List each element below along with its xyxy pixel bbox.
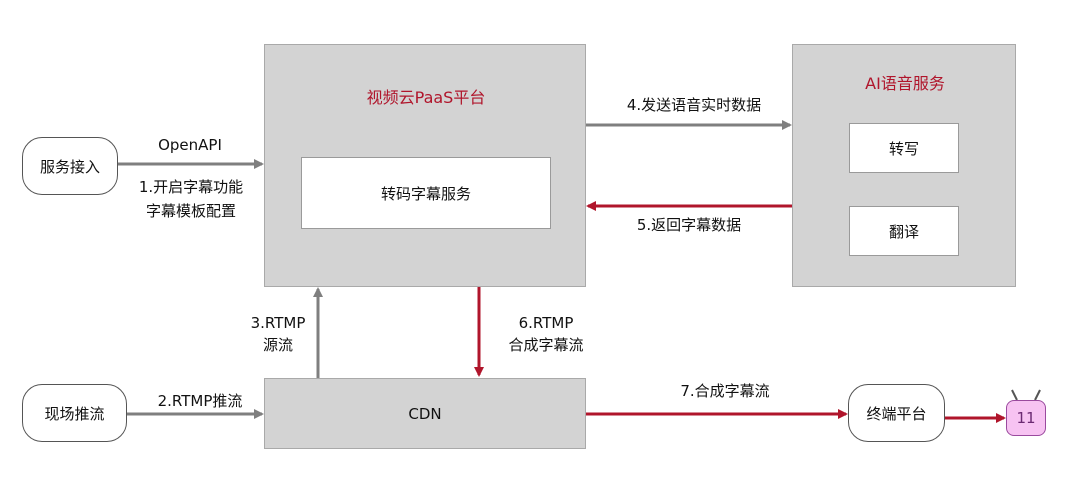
edge-label-enable-subtitle-2: 字幕模板配置 xyxy=(145,202,236,220)
ai-speech-service-box: AI语音服务 转写 翻译 xyxy=(792,44,1016,287)
edge-label-send-speech: 4.发送语音实时数据 xyxy=(626,96,762,114)
paas-platform-box: 视频云PaaS平台 转码字幕服务 xyxy=(264,44,586,287)
transcribe-label: 转写 xyxy=(888,139,919,158)
tv-channel-label: 11 xyxy=(1016,409,1036,427)
edge-label-rtmp-composite-1: 6.RTMP xyxy=(518,314,574,332)
cdn-label: CDN xyxy=(408,404,442,423)
paas-platform-title: 视频云PaaS平台 xyxy=(366,88,486,107)
tv-antenna-left xyxy=(1011,389,1018,401)
terminal-platform-label: 终端平台 xyxy=(866,404,927,423)
live-push-label: 现场推流 xyxy=(44,404,105,423)
edge-label-return-subtitle: 5.返回字幕数据 xyxy=(636,216,742,234)
edge-label-rtmp-composite-2: 合成字幕流 xyxy=(508,336,584,354)
ai-speech-service-title: AI语音服务 xyxy=(865,74,945,93)
edge-label-composite-stream: 7.合成字幕流 xyxy=(680,382,770,400)
transcode-subtitle-service-label: 转码字幕服务 xyxy=(380,184,471,203)
translate-label: 翻译 xyxy=(888,222,919,241)
edge-label-rtmp-push: 2.RTMP推流 xyxy=(157,392,243,410)
transcode-subtitle-service-box: 转码字幕服务 xyxy=(301,157,551,229)
edge-label-enable-subtitle-1: 1.开启字幕功能 xyxy=(138,178,244,196)
service-access-node: 服务接入 xyxy=(22,137,118,195)
translate-box: 翻译 xyxy=(849,206,959,256)
cdn-box: CDN xyxy=(264,378,586,449)
tv-antenna-right xyxy=(1034,389,1041,401)
transcribe-box: 转写 xyxy=(849,123,959,173)
edge-label-openapi: OpenAPI xyxy=(158,136,222,154)
terminal-platform-node: 终端平台 xyxy=(848,384,945,442)
live-push-node: 现场推流 xyxy=(22,384,127,442)
edge-label-rtmp-source-2: 源流 xyxy=(262,336,293,354)
edge-label-rtmp-source-1: 3.RTMP xyxy=(250,314,306,332)
service-access-label: 服务接入 xyxy=(39,157,100,176)
tv-icon: 11 xyxy=(1006,400,1046,436)
